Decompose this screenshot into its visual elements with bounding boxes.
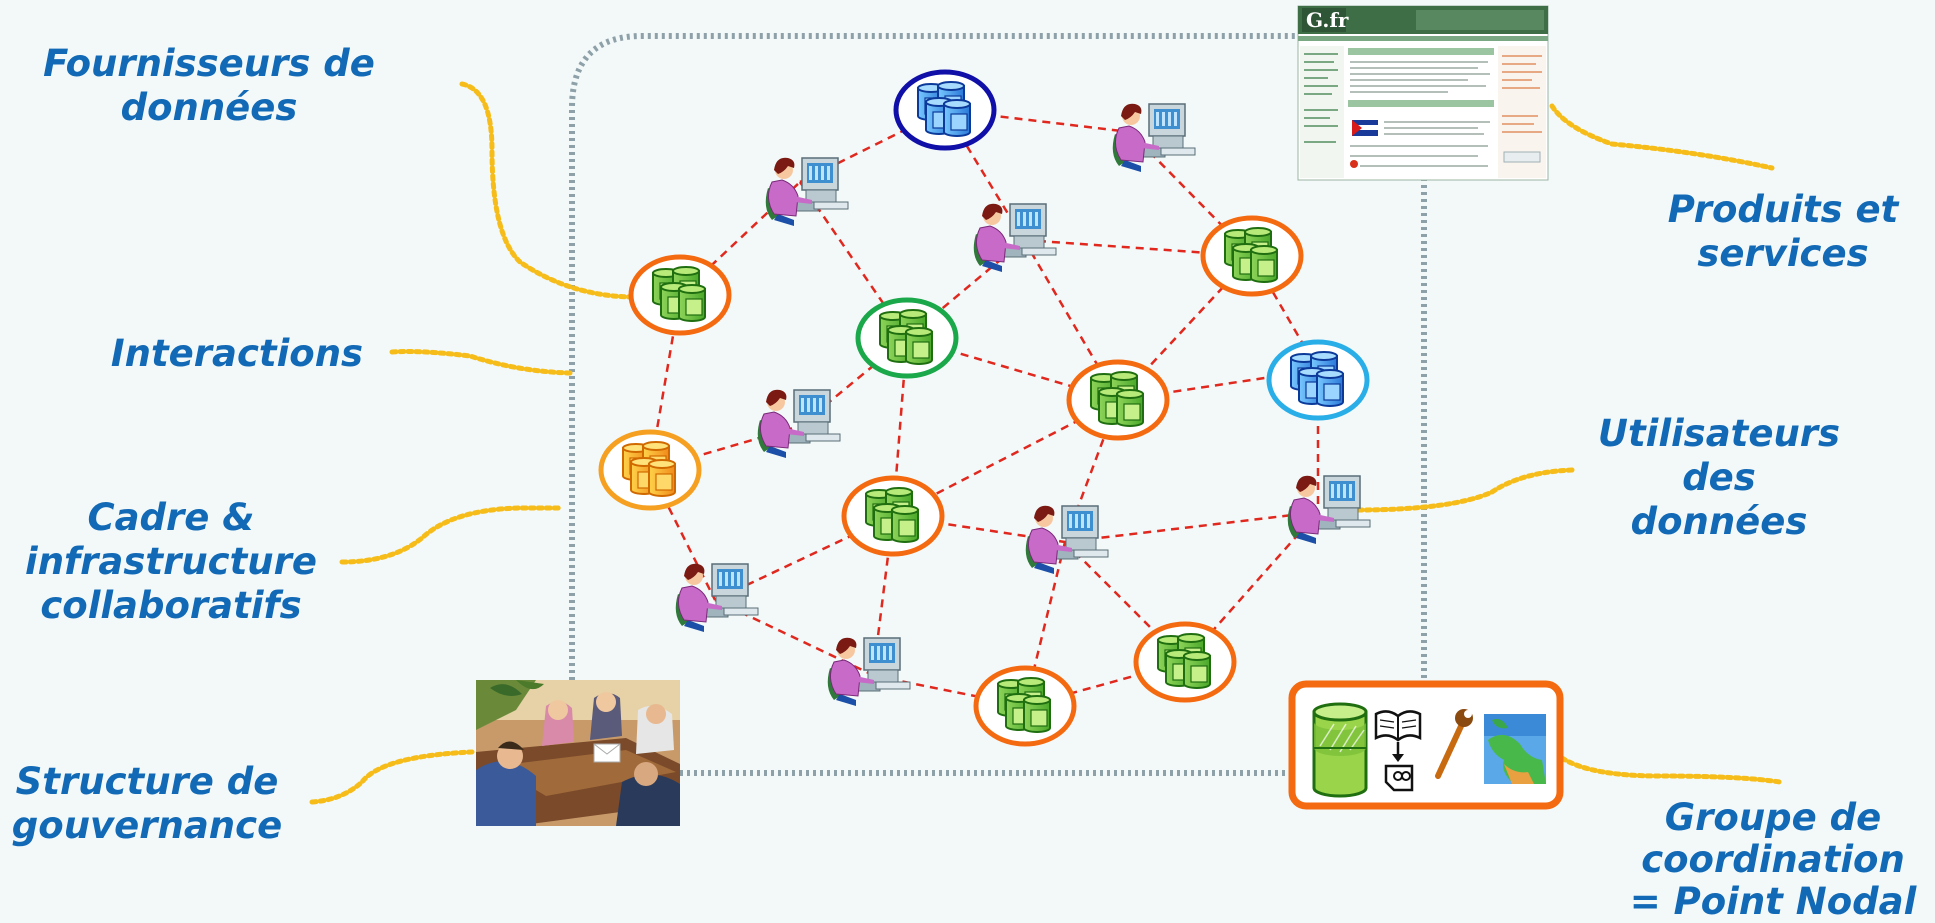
database-cluster-icon [880, 310, 932, 364]
user-at-computer-icon [1112, 103, 1196, 173]
label-groupe: Groupe de coordination = Point Nodal [1629, 796, 1917, 923]
user-at-computer-icon [827, 637, 911, 707]
database-cluster-icon [918, 82, 970, 136]
label-connectors [309, 81, 1783, 805]
wrench-icon [1435, 709, 1473, 779]
label-fournisseurs: Fournisseurs de données [43, 42, 375, 129]
database-cluster-icon [1158, 634, 1210, 688]
map-icon [1484, 714, 1546, 784]
website-thumbnail: G.fr [1297, 5, 1549, 181]
user-at-computer-icon [1287, 475, 1371, 545]
database-node [841, 475, 945, 557]
label-structure: Structure de gouvernance [11, 760, 283, 847]
database-node [855, 297, 959, 379]
database-cluster-icon [1291, 352, 1343, 406]
label-produits: Produits et services [1667, 188, 1899, 275]
label-cadre: Cadre & infrastructure collaboratifs [25, 496, 317, 627]
user-node [675, 103, 1371, 707]
database-cluster-icon [623, 442, 675, 496]
database-node [1133, 621, 1237, 703]
database-cluster-icon [1091, 372, 1143, 426]
database-node [973, 665, 1077, 747]
database-icon [1312, 702, 1368, 798]
coordination-tools-box [1288, 680, 1564, 810]
user-at-computer-icon [675, 563, 759, 633]
database-node [598, 429, 702, 511]
user-at-computer-icon [1025, 505, 1109, 575]
database-cluster-icon [998, 678, 1050, 732]
database-node [1066, 359, 1170, 441]
website-logo: G.fr [1306, 8, 1349, 32]
label-interactions: Interactions [110, 332, 364, 375]
database-cluster-icon [653, 267, 705, 321]
user-at-computer-icon [765, 157, 849, 227]
user-at-computer-icon [973, 203, 1057, 273]
collaborative-framework-boundary [569, 33, 1427, 776]
book-icon [1374, 710, 1422, 792]
database-node [1200, 215, 1304, 297]
database-node [893, 69, 997, 151]
meeting-illustration [476, 680, 680, 826]
network-interactions [648, 108, 1320, 708]
label-utilisateurs: Utilisateurs des données [1597, 412, 1841, 543]
database-cluster-icon [1225, 228, 1277, 282]
database-node [628, 254, 732, 336]
user-at-computer-icon [757, 389, 841, 459]
database-cluster-icon [866, 488, 918, 542]
database-node [1266, 339, 1370, 421]
